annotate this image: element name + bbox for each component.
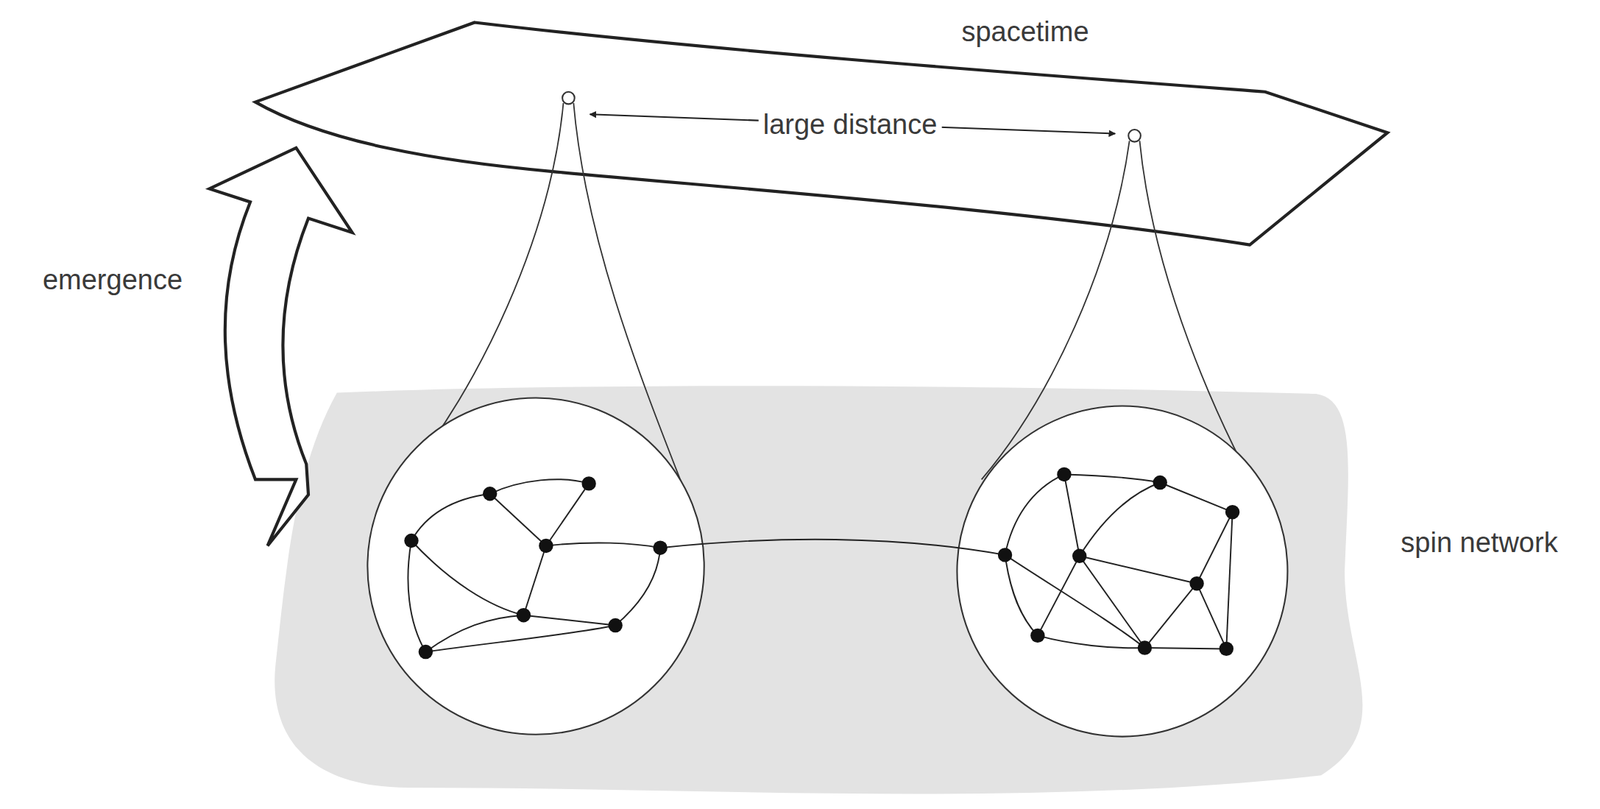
network-vertex — [1030, 628, 1045, 643]
network-vertex — [418, 644, 433, 659]
network-link — [1196, 512, 1233, 584]
spin-network-links — [407, 473, 1233, 652]
network-link — [1196, 583, 1227, 650]
network-vertex — [538, 538, 553, 553]
network-link — [546, 542, 661, 548]
network-vertex — [404, 533, 419, 548]
emergence-arrow — [209, 147, 353, 546]
zoom-circle — [956, 406, 1288, 737]
network-link — [1005, 554, 1146, 648]
spacetime-point — [562, 91, 575, 105]
distance-label: large distance — [758, 109, 943, 141]
network-link — [1079, 555, 1197, 583]
network-vertex — [516, 607, 531, 622]
network-link — [660, 539, 1005, 555]
network-link — [1064, 473, 1160, 483]
network-vertex — [1072, 549, 1087, 564]
network-link — [1144, 647, 1227, 649]
region-label: spin network — [1396, 527, 1562, 559]
network-link — [1079, 482, 1160, 557]
network-link — [1226, 512, 1233, 650]
network-link — [546, 483, 589, 547]
spacetime-point — [1128, 129, 1141, 143]
network-link — [407, 540, 426, 653]
network-link — [1005, 473, 1065, 555]
arrow-label: emergence — [38, 264, 187, 296]
network-link — [1144, 583, 1197, 648]
network-link — [1159, 482, 1233, 513]
network-vertex — [1137, 640, 1152, 655]
network-link — [615, 547, 661, 625]
spin-network-vertices — [404, 467, 1240, 660]
network-vertex — [581, 476, 596, 491]
network-vertex — [607, 618, 622, 633]
network-link — [490, 479, 589, 494]
network-link — [1037, 635, 1146, 648]
network-link — [1079, 555, 1146, 648]
network-link — [1037, 555, 1080, 636]
network-vertex — [1219, 641, 1234, 656]
network-vertex — [482, 486, 497, 501]
network-link — [1064, 473, 1080, 556]
spin-network-region — [274, 385, 1363, 794]
network-vertex — [1189, 576, 1204, 591]
network-link — [523, 615, 616, 626]
network-link — [523, 545, 546, 615]
network-link — [490, 493, 547, 547]
network-vertex — [997, 547, 1012, 562]
network-link — [411, 540, 524, 616]
network-link — [425, 625, 616, 653]
sheet-label: spacetime — [956, 16, 1093, 48]
network-link — [425, 615, 524, 653]
network-vertex — [652, 540, 667, 555]
network-link — [1005, 554, 1038, 636]
network-link — [411, 493, 491, 541]
network-vertex — [1153, 475, 1168, 490]
network-vertex — [1225, 504, 1240, 519]
zoom-circle — [367, 397, 704, 734]
network-vertex — [1056, 467, 1071, 482]
spacetime-sheet — [255, 22, 1388, 245]
